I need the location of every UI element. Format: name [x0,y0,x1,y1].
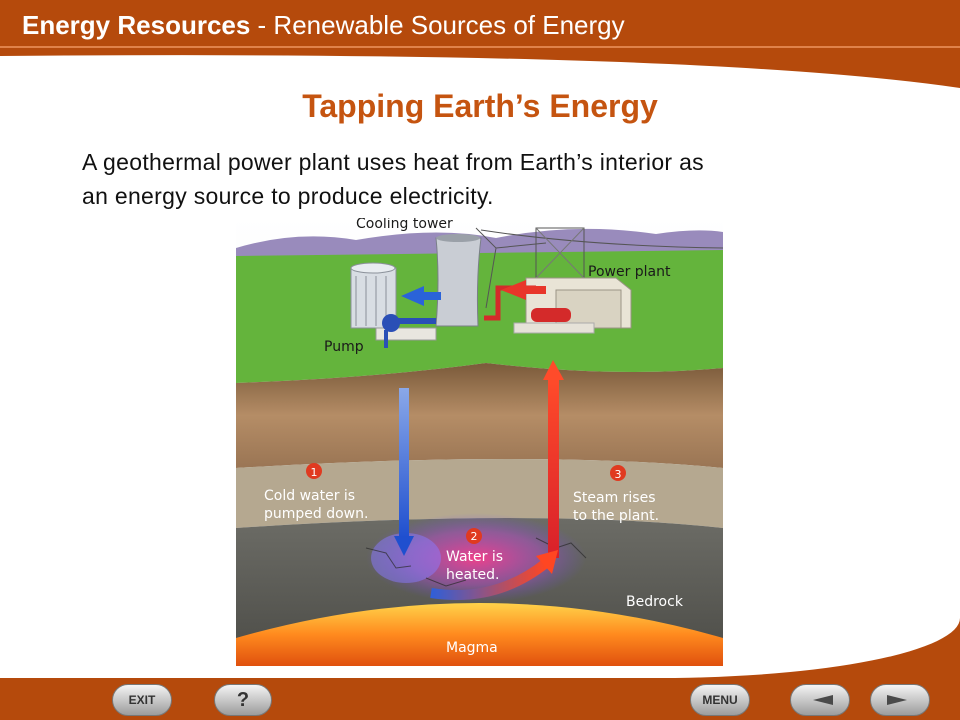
label-bedrock: Bedrock [626,594,684,610]
soil-layer [236,363,723,468]
label-step-1-line-1: Cold water is [264,488,355,504]
arrow-right-icon [887,695,907,705]
cooling-tower [435,234,482,327]
header-title-bold: Energy Resources [22,10,251,40]
rock-cracks [365,537,587,587]
header-rule [0,46,960,48]
exit-button-label: EXIT [128,693,156,707]
body-line-2: an energy source to produce electricity. [82,183,494,209]
label-cooling-tower: Cooling tower [356,218,453,232]
sediment-layer [236,459,723,528]
step-2-badge [466,528,482,544]
steam-in-arrow [501,280,546,300]
previous-button[interactable] [790,684,850,716]
label-step-3-line-1: Steam rises [573,490,656,506]
label-power-plant: Power plant [588,264,671,280]
power-lines [475,227,723,309]
label-step-2-line-1: Water is [446,549,503,565]
magma-layer [236,603,723,666]
slide-top-curve [0,48,960,88]
label-step-1-line-2: pumped down. [264,506,368,522]
step-3-badge [610,465,626,481]
header-title-rest: - Renewable Sources of Energy [250,10,625,40]
body-line-1: A geothermal power plant uses heat from … [82,149,704,175]
steam-up-arrow [543,360,564,380]
help-button-label: ? [236,688,250,711]
step-1-badge [306,463,322,479]
label-step-2-line-2: heated. [446,567,500,583]
geothermal-diagram: Cooling tower Power plant Pump 1 Cold wa… [236,218,723,666]
label-step-3-line-2: to the plant. [573,508,659,524]
power-plant [513,227,632,334]
slide-title: Tapping Earth’s Energy [302,88,658,124]
menu-button[interactable]: MENU [690,684,750,716]
label-magma: Magma [446,640,498,656]
menu-button-label: MENU [702,693,738,707]
cold-water-down-pipe [399,388,409,538]
header-title: Energy Resources - Renewable Sources of … [22,10,625,41]
steam-up-pipe [548,378,559,558]
water-return-arrow [401,286,441,306]
step-1-number: 1 [311,466,318,479]
cold-water-down-arrow [394,536,414,556]
slide-body-text: A geothermal power plant uses heat from … [82,145,882,213]
pump-unit [375,314,437,348]
arrow-left-icon [813,695,833,705]
exit-button[interactable]: EXIT [112,684,172,716]
next-button[interactable] [870,684,930,716]
step-3-number: 3 [615,468,622,481]
label-pump: Pump [324,339,364,355]
heating-flow-arrowhead [536,550,558,574]
step-2-number: 2 [471,530,478,543]
slide-header: Energy Resources - Renewable Sources of … [0,0,960,48]
help-button[interactable]: ? [214,684,272,716]
cold-water-zone [371,533,441,583]
heating-flow-curve [430,559,550,600]
